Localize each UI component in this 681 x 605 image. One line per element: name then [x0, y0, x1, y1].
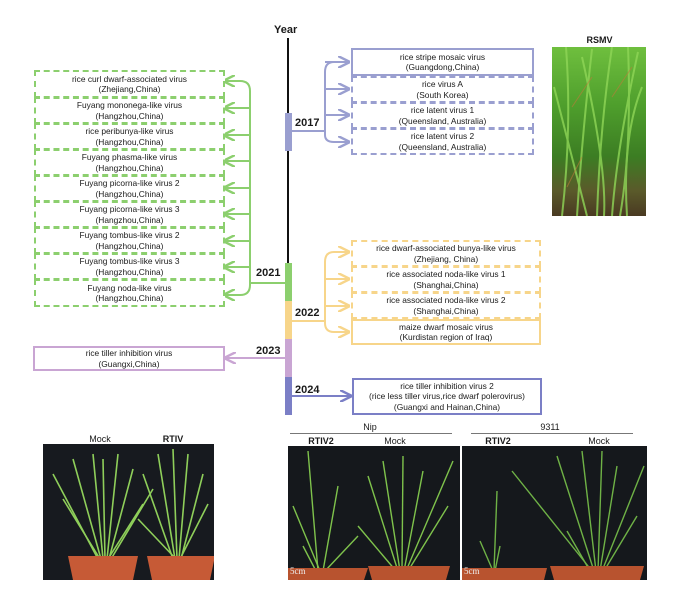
virus-name: rice stripe mosaic virus [399, 51, 486, 62]
virus-box-2021-6: Fuyang tombus-like virus 2 (Hangzhou,Chi… [34, 227, 225, 254]
pot-left [68, 556, 138, 580]
timeline-axis-label: Year [274, 24, 298, 36]
nip-comparison-photo: 5cm [288, 446, 460, 580]
nip-group-label: Nip [363, 422, 377, 432]
virus-box-2021-5: Fuyang picorna-like virus 3 (Hangzhou,Ch… [34, 201, 225, 228]
virus-box-2022-1: rice associated noda-like virus 1 (Shang… [351, 266, 541, 293]
virus-name: maize dwarf mosaic virus [398, 321, 493, 332]
virus-location: (Kurdistan region of Iraq) [399, 332, 493, 342]
rice-plants-illustration [462, 450, 645, 580]
virus-box-2017-1: rice virus A (South Korea) [351, 76, 534, 103]
year-label-2023: 2023 [256, 345, 281, 357]
pot-left [288, 568, 368, 580]
year-label-2022: 2022 [295, 307, 320, 319]
virus-location: (South Korea) [416, 89, 469, 100]
timeline-segment-2024 [285, 377, 292, 415]
virus-box-2017-2: rice latent virus 1 (Queensland, Austral… [351, 102, 534, 129]
virus-box-2017-0: rice stripe mosaic virus (Guangdong,Chin… [351, 48, 534, 76]
virus-location: (Zhejiang,China) [98, 84, 161, 94]
virus-location: (Queensland, Australia) [398, 141, 487, 152]
virus-name: Fuyang mononega-like virus [76, 100, 183, 110]
rice-plants-illustration [52, 448, 214, 580]
virus-name: rice tiller inhibition virus [85, 348, 173, 358]
virus-name: Fuyang phasma-like virus [81, 152, 178, 162]
n9311-group-divider [471, 433, 633, 434]
timeline-segment-2023 [285, 339, 292, 377]
virus-name: Fuyang tombus-like virus 3 [79, 256, 180, 266]
virus-box-2022-0: rice dwarf-associated bunya-like virus (… [351, 240, 541, 267]
pot-right [368, 566, 450, 580]
n9311-group-label: 9311 [540, 422, 560, 432]
nip-label-mock: Mock [384, 436, 406, 446]
n9311-label-rtiv2: RTIV2 [485, 436, 511, 446]
virus-location: (Hangzhou,China) [95, 136, 164, 147]
virus-box-2023-0: rice tiller inhibition virus (Guangxi,Ch… [33, 346, 225, 371]
virus-location: (Hangzhou,China) [95, 162, 164, 173]
rtiv-photo-label-mock: Mock [89, 434, 111, 444]
rice-leaves-illustration [553, 47, 643, 216]
virus-box-2021-8: Fuyang noda-like virus (Hangzhou,China) [34, 279, 225, 307]
virus-name: rice virus A [422, 79, 463, 89]
rice-plants-illustration [288, 450, 454, 580]
virus-location: (Guangxi and Hainan,China) [393, 401, 501, 412]
year-label-2024: 2024 [295, 384, 320, 396]
virus-name: Fuyang picorna-like virus 3 [79, 204, 180, 214]
virus-location: (Shanghai,China) [413, 279, 479, 290]
virus-box-2021-2: rice peribunya-like virus (Hangzhou,Chin… [34, 123, 225, 150]
connector-2017 [292, 62, 348, 142]
rtiv-comparison-photo [43, 444, 214, 580]
virus-box-2021-4: Fuyang picorna-like virus 2 (Hangzhou,Ch… [34, 175, 225, 202]
n9311-comparison-photo: 5cm [462, 446, 647, 580]
nip-group-divider [290, 433, 452, 434]
virus-location: (Queensland, Australia) [398, 115, 487, 126]
virus-box-2022-3: maize dwarf mosaic virus (Kurdistan regi… [351, 319, 541, 345]
virus-name: Fuyang noda-like virus [87, 282, 172, 293]
virus-name: rice peribunya-like virus [85, 126, 174, 136]
virus-box-2022-2: rice associated noda-like virus 2 (Shang… [351, 292, 541, 319]
virus-name: rice tiller inhibition virus 2 [400, 380, 494, 391]
rsmv-field-photo [552, 47, 646, 216]
pot-left [462, 568, 547, 580]
virus-name: rice curl dwarf-associated virus [72, 73, 187, 84]
timeline-segment-2017 [285, 113, 292, 151]
virus-name: Fuyang picorna-like virus 2 [79, 178, 180, 188]
virus-location: (Hangzhou,China) [95, 110, 164, 121]
virus-name: rice latent virus 1 [410, 105, 475, 115]
virus-box-2024-0: rice tiller inhibition virus 2 (rice les… [352, 378, 542, 415]
virus-box-2021-3: Fuyang phasma-like virus (Hangzhou,China… [34, 149, 225, 176]
virus-location: (Hangzhou,China) [95, 240, 164, 251]
connector-2021 [225, 81, 285, 295]
n9311-label-mock: Mock [588, 436, 610, 446]
pot-right [147, 556, 214, 580]
pot-right [550, 566, 644, 580]
virus-name: Fuyang tombus-like virus 2 [79, 230, 180, 240]
virus-name: rice dwarf-associated bunya-like virus [376, 243, 516, 253]
virus-box-2021-0: rice curl dwarf-associated virus (Zhejia… [34, 70, 225, 98]
virus-box-2021-7: Fuyang tombus-like virus 3 (Hangzhou,Chi… [34, 253, 225, 280]
virus-location: (Guangdong,China) [405, 62, 480, 72]
rsmv-photo-title: RSMV [586, 35, 613, 45]
virus-location: (Hangzhou,China) [95, 188, 164, 199]
virus-box-2021-1: Fuyang mononega-like virus (Hangzhou,Chi… [34, 97, 225, 124]
virus-location: (Hangzhou,China) [95, 214, 164, 225]
virus-alias: (rice less tiller virus,rice dwarf poler… [369, 391, 525, 402]
rtiv-photo-label-rtiv: RTIV [162, 434, 184, 444]
year-label-2017: 2017 [295, 117, 320, 129]
virus-location: (Hangzhou,China) [95, 266, 164, 277]
virus-name: rice associated noda-like virus 1 [386, 269, 506, 279]
virus-location: (Hangzhou,China) [95, 293, 164, 303]
timeline-segment-2022 [285, 301, 292, 339]
n9311-scale-label: 5cm [464, 566, 480, 576]
nip-label-rtiv2: RTIV2 [308, 436, 334, 446]
virus-name: rice associated noda-like virus 2 [386, 295, 506, 305]
connector-2022 [292, 252, 348, 332]
nip-scale-label: 5cm [290, 566, 306, 576]
year-label-2021: 2021 [256, 267, 281, 279]
virus-location: (Zhejiang, China) [413, 253, 479, 264]
virus-name: rice latent virus 2 [410, 131, 475, 141]
virus-box-2017-3: rice latent virus 2 (Queensland, Austral… [351, 128, 534, 155]
virus-location: (Shanghai,China) [413, 305, 479, 316]
timeline-segment-2021 [285, 263, 292, 301]
virus-location: (Guangxi,China) [98, 358, 160, 369]
